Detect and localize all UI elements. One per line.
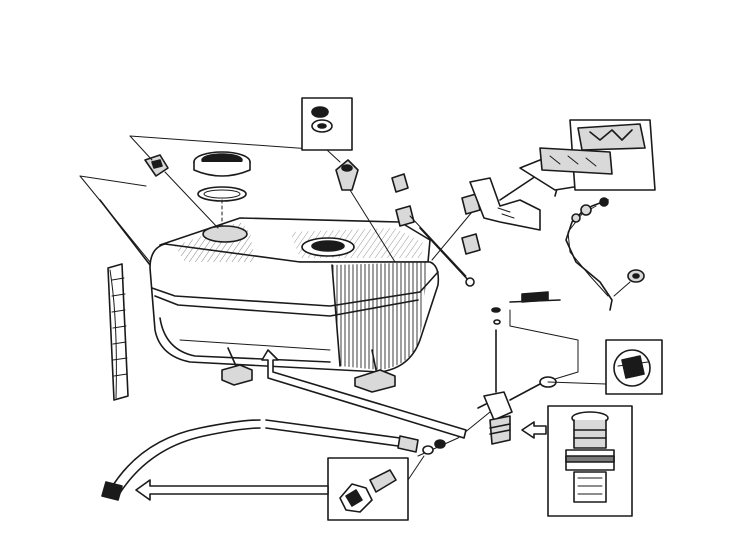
strap-clip: [391, 173, 409, 193]
tank-strap: [419, 227, 475, 287]
bracket-detail: [539, 119, 656, 191]
cable-nut: [627, 269, 645, 283]
banjo-detail: [327, 457, 409, 521]
strap-clip: [461, 193, 481, 215]
tank-foam-strip: [107, 263, 129, 401]
rubber-grommet: [335, 159, 359, 191]
fuel-tap: [477, 307, 557, 445]
fuel-tank: [149, 217, 440, 373]
grommet-detail: [301, 97, 353, 151]
fuel-hose: [109, 419, 401, 497]
mounting-pad: [354, 349, 396, 393]
tap-outlet-detail: [605, 339, 663, 395]
filler-cap: [193, 151, 251, 177]
hose-fitting: [101, 435, 446, 501]
gauge-cable: [565, 197, 613, 311]
strap-clip: [461, 233, 481, 255]
tap-filter: [493, 319, 501, 325]
filler-gasket: [197, 186, 247, 202]
tap-body-detail: [547, 405, 633, 517]
mounting-pad: [221, 347, 253, 386]
strap-clip: [144, 154, 169, 177]
strap-clip: [395, 205, 415, 227]
